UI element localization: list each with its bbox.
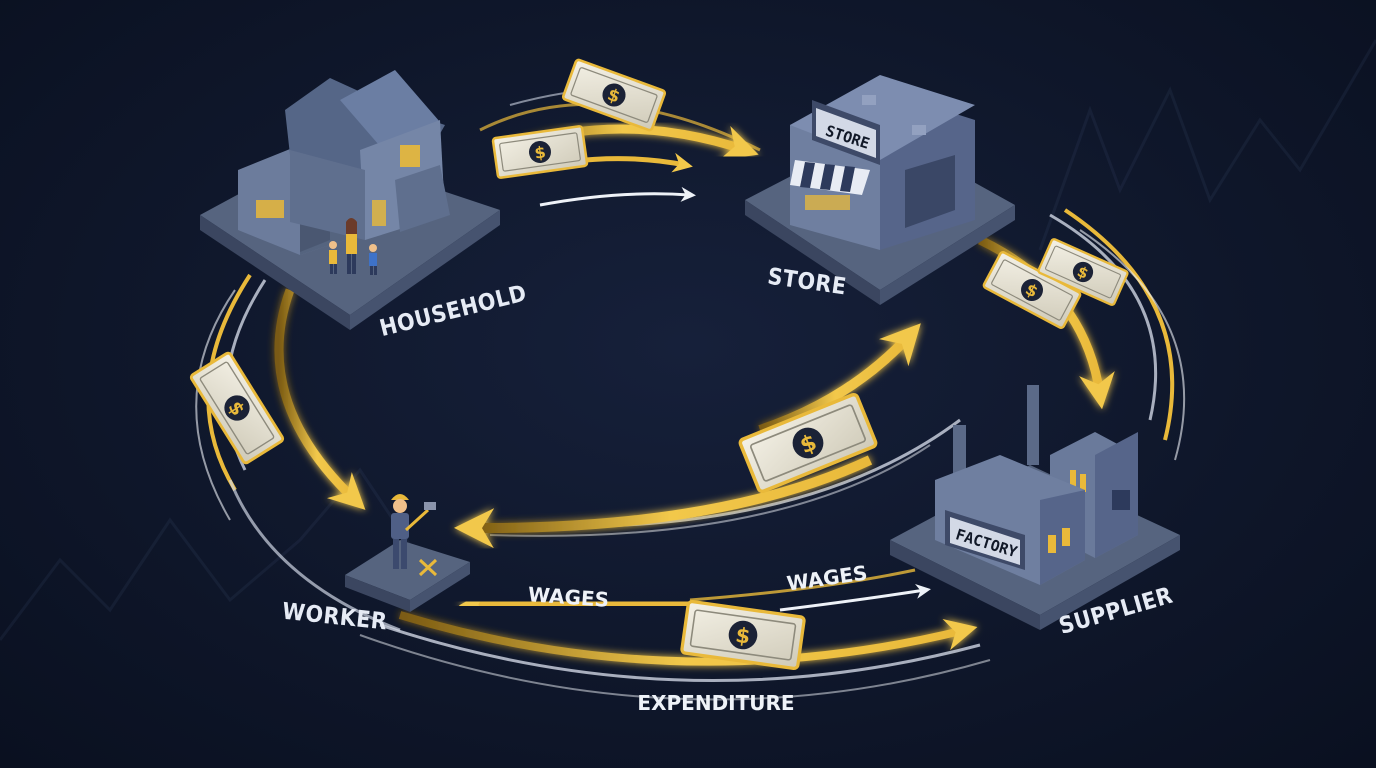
- flow-supplier-to-worker-wages: [458, 568, 931, 619]
- family-icon: [329, 218, 377, 275]
- worker-node: WORKER: [281, 494, 470, 635]
- wages-label-left: WAGES: [527, 582, 610, 612]
- storefront-icon: STORE: [790, 75, 975, 250]
- worker-icon: [391, 494, 436, 569]
- store-node: STORE STORE: [745, 75, 1015, 305]
- dollar-bill-icon: [491, 124, 589, 180]
- house-icon: [238, 70, 450, 255]
- tools-icon: [418, 558, 438, 577]
- factory-icon: FACTORY: [935, 385, 1138, 585]
- flow-supplier-to-worker-upper: [454, 323, 961, 549]
- wages-label-right: WAGES: [785, 561, 869, 596]
- flow-worker-to-supplier-expenditure: [359, 611, 991, 701]
- expenditure-label: EXPENDITURE: [637, 691, 794, 715]
- worker-label: WORKER: [281, 599, 389, 636]
- dollar-bill-icon: [561, 57, 667, 133]
- dollar-bill-icon: [188, 350, 286, 466]
- supplier-node: FACTORY SUPPLIER: [890, 385, 1180, 640]
- flow-store-to-supplier: [978, 208, 1186, 461]
- household-node: HOUSEHOLD: [200, 70, 529, 342]
